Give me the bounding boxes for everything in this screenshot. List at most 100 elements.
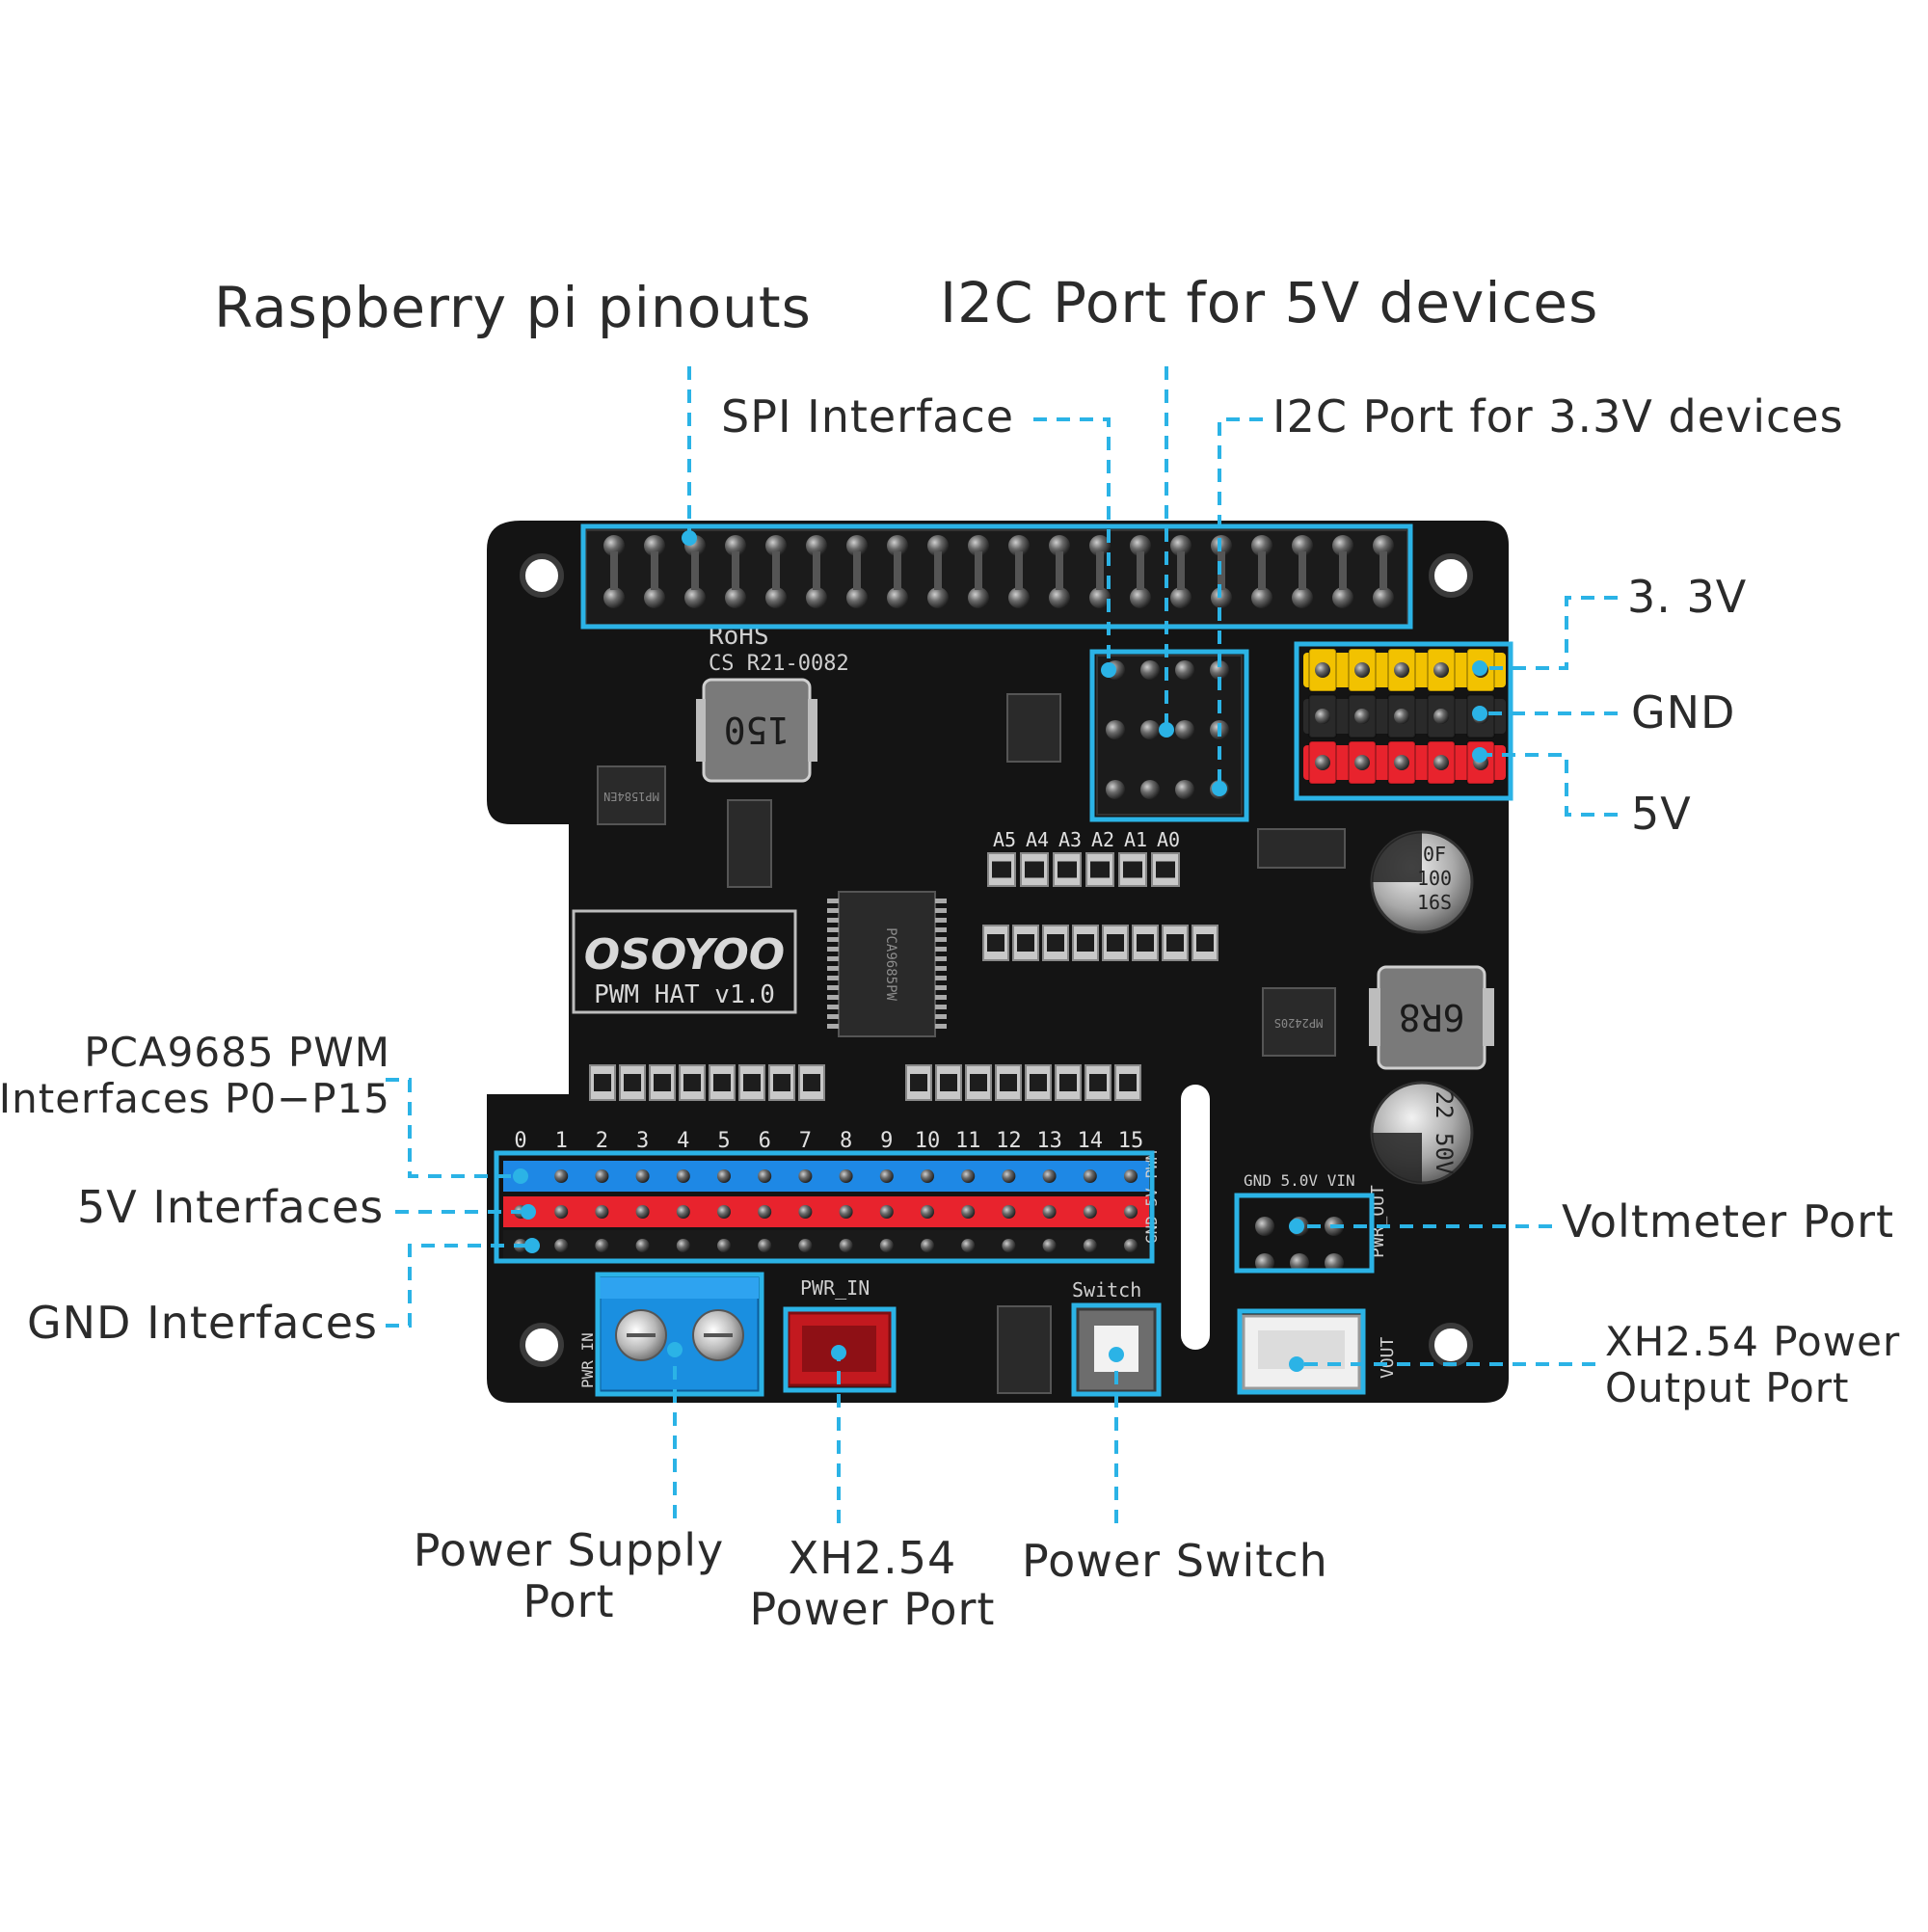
xh254-output-port: VOUT [1242, 1314, 1398, 1390]
leader-i2c-5v-dot [1159, 722, 1174, 738]
svg-text:VOUT: VOUT [1378, 1336, 1398, 1379]
label-gnd-interfaces: GND Interfaces [27, 1297, 379, 1349]
svg-text:PCA9685PW: PCA9685PW [883, 927, 898, 1001]
svg-text:MP1584EN: MP1584EN [603, 790, 659, 803]
svg-text:16S: 16S [1417, 891, 1452, 914]
leader-gpio-dot [682, 530, 697, 546]
label-xh254-output: XH2.54 Power Output Port [1605, 1318, 1901, 1412]
svg-text:6R8: 6R8 [1399, 996, 1465, 1038]
label-5v: 5V [1631, 788, 1692, 840]
pwm-number: 11 [955, 1129, 981, 1153]
svg-text:0F: 0F [1423, 843, 1446, 866]
label-i2c-3v3: I2C Port for 3.3V devices [1272, 390, 1844, 443]
mount-hole-tr [1429, 553, 1473, 598]
pwm-number: 14 [1078, 1129, 1104, 1153]
leader-pca9685 [386, 1078, 521, 1178]
svg-text:100: 100 [1417, 867, 1452, 890]
inductor-l1: 150 [696, 678, 817, 783]
pwm-number: 12 [996, 1129, 1022, 1153]
leader-i2c-3v3-dot [1212, 781, 1227, 796]
pwm-number: 5 [717, 1129, 730, 1153]
svg-text:PWR_IN: PWR_IN [800, 1276, 870, 1300]
label-gnd: GND [1631, 686, 1736, 738]
fuse-f1 [997, 1305, 1052, 1394]
resistor-arrays [589, 852, 1218, 1101]
pwm-number: 4 [677, 1129, 689, 1153]
leader-3v3-dot [1472, 660, 1487, 676]
leader-spi [1033, 417, 1111, 670]
label-5v-interfaces: 5V Interfaces [77, 1181, 385, 1233]
mount-hole-tl [520, 553, 564, 598]
svg-text:PWM HAT v1.0: PWM HAT v1.0 [594, 980, 775, 1009]
label-i2c-5v: I2C Port for 5V devices [940, 270, 1599, 335]
pwm-number: 2 [596, 1129, 608, 1153]
leader-i2c-3v3 [1218, 417, 1263, 789]
pwm-number: 15 [1118, 1129, 1144, 1153]
address-label: A4 [1026, 828, 1049, 851]
leader-xh-output-dot [1289, 1356, 1304, 1372]
board-slot [1181, 1085, 1210, 1350]
svg-text:OSOYOO: OSOYOO [584, 930, 785, 979]
callout-leaders [386, 366, 1618, 1523]
svg-text:Switch: Switch [1072, 1278, 1141, 1301]
leader-gnd-interfaces [386, 1244, 530, 1328]
address-label: A3 [1058, 828, 1082, 851]
xh-power-highlight [783, 1306, 897, 1393]
pwm-header-rows [503, 1161, 1149, 1261]
power-supply-terminal: PWR_IN [578, 1275, 761, 1393]
address-label: A2 [1091, 828, 1114, 851]
label-spi-interface: SPI Interface [721, 390, 1015, 443]
label-power-switch: Power Switch [1022, 1535, 1328, 1587]
label-pca9685: PCA9685 PWM Interfaces P0−P15 [0, 1029, 390, 1123]
pwm-highlight [494, 1150, 1155, 1264]
diode-d2 [1257, 828, 1346, 869]
brand-box: OSOYOO PWM HAT v1.0 [572, 909, 797, 1014]
pwm-number: 9 [880, 1129, 893, 1153]
capacitor-c9: 0F 100 16S [1370, 830, 1474, 934]
leader-voltmeter-dot [1289, 1219, 1304, 1234]
pwm-number: 1 [555, 1129, 568, 1153]
mount-hole-bl [520, 1323, 564, 1367]
svg-text:22 50V: 22 50V [1431, 1091, 1458, 1175]
terminal-highlight [595, 1272, 764, 1397]
inductor-l2: 6R8 [1369, 965, 1494, 1070]
leader-switch-dot [1109, 1347, 1124, 1362]
voltmeter-highlight [1234, 1193, 1375, 1274]
pwm-number: 7 [799, 1129, 812, 1153]
xh-output-highlight [1237, 1308, 1366, 1395]
ic-u2: MP2420S [1262, 987, 1336, 1057]
gpio-highlight [580, 523, 1413, 630]
ic-u3: MP1584EN [597, 765, 666, 825]
leader-gnd-interfaces-dot [524, 1238, 540, 1253]
gpio-header [585, 529, 1408, 626]
leader-power-supply-dot [667, 1342, 683, 1357]
pwm-number: 10 [915, 1129, 941, 1153]
pwm-number: 6 [759, 1129, 771, 1153]
label-power-supply-port: Power Supply Port [413, 1524, 725, 1627]
svg-text:CS R21-0082: CS R21-0082 [709, 652, 849, 676]
pwm-row [503, 1161, 1149, 1192]
xh254-power-port: PWR_IN [787, 1276, 892, 1387]
svg-text:GND 5.0V VIN: GND 5.0V VIN [1244, 1171, 1355, 1190]
diode-d1 [727, 799, 772, 888]
leader-5v [1480, 753, 1618, 817]
pwm-number: 3 [636, 1129, 649, 1153]
svg-text:150: 150 [724, 709, 790, 751]
leader-3v3 [1480, 596, 1618, 670]
mount-hole-br [1429, 1323, 1473, 1367]
ic-u1 [1006, 693, 1061, 763]
leader-pca9685-dot [513, 1168, 528, 1184]
svg-text:MP2420S: MP2420S [1274, 1016, 1324, 1030]
pwm-row [503, 1196, 1149, 1227]
power-rail-highlight [1294, 641, 1513, 801]
leader-5v-interfaces-dot [521, 1204, 536, 1220]
leader-5v-dot [1472, 747, 1487, 763]
address-label: A5 [993, 828, 1016, 851]
label-voltmeter-port: Voltmeter Port [1562, 1195, 1895, 1248]
pwm-number: 0 [514, 1129, 526, 1153]
label-3v3: 3. 3V [1627, 571, 1748, 623]
